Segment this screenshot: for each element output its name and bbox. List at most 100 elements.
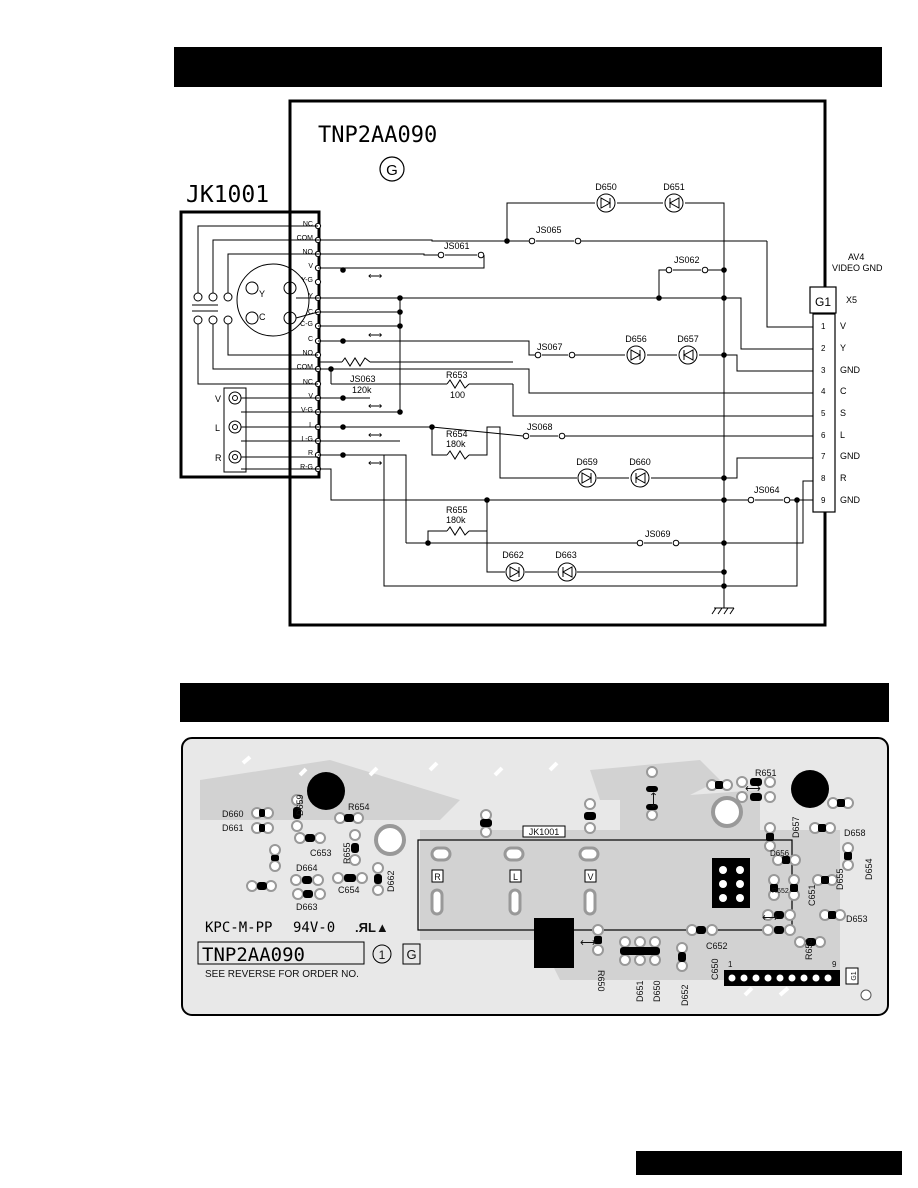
pcb-label-c654: C654 — [338, 885, 360, 895]
jack-tag-r: R — [434, 872, 441, 882]
pcb-label-r655: R655 — [342, 842, 352, 864]
pcb-label-d662: D662 — [386, 870, 396, 892]
pcb-label-r650: R650 — [596, 970, 606, 992]
pcb-box-mark: G — [406, 947, 416, 962]
pcb-component-labels: D660 D661 D659 R654 C653 R655 D664 D663 … — [222, 768, 874, 1006]
r654-label: R654 — [446, 429, 468, 439]
jack-pin-label: L-G — [301, 436, 313, 443]
jack-pin-label: V — [308, 263, 313, 270]
pcb-label-c653: C653 — [310, 848, 332, 858]
pcb-reverse-note: SEE REVERSE FOR ORDER NO. — [205, 969, 359, 980]
svg-text:⟷: ⟷ — [647, 792, 659, 808]
connector-pin-num: 9 — [821, 496, 826, 505]
silk-marks — [241, 755, 790, 997]
jack-pin-labels: NC COM NO V Y-G Y C C-G C NO COM NC V V-… — [297, 221, 314, 471]
pcb-label-d652: D652 — [680, 984, 690, 1006]
board-name: TNP2AA090 — [318, 123, 437, 148]
d650-label: D650 — [595, 182, 617, 192]
pcb-label-d659: D659 — [295, 794, 305, 816]
d657-label: D657 — [677, 334, 699, 344]
pcb-label-d654: D654 — [864, 858, 874, 880]
svideo-y-label: Y — [259, 289, 265, 299]
ul-mark: .ЯL▲ — [355, 920, 389, 935]
pcb-label-d651: D651 — [635, 980, 645, 1002]
pcb-board-name-box — [197, 941, 365, 965]
connector-pin-num: 7 — [821, 452, 826, 461]
jack-pin-label: NO — [303, 350, 314, 357]
pcb-circle-mark: 1 — [379, 948, 386, 962]
switch-arrow-icons: ⟷⟷⟷ ⟷⟷ — [368, 271, 382, 469]
svg-text:⟷: ⟷ — [368, 430, 382, 441]
jack-pin-label: C-G — [300, 321, 313, 328]
jack-tags: R L V — [431, 869, 597, 883]
jack-outline — [179, 210, 321, 479]
svg-text:⟷: ⟷ — [745, 783, 761, 795]
connector-pin-signal: GND — [840, 495, 861, 505]
section-title-bar-schematic — [174, 47, 882, 87]
connector-pin-signal: GND — [840, 451, 861, 461]
pcb-label-d660: D660 — [222, 809, 244, 819]
jack-pin-label: NC — [303, 379, 313, 386]
connector-header-pads — [728, 974, 832, 982]
pcb-label-r653: R653 — [804, 938, 814, 960]
r655-value: 180k — [446, 515, 466, 525]
r654-value: 180k — [446, 439, 466, 449]
connector-pin-last: 9 — [832, 960, 837, 969]
jack-pin-label: C — [308, 336, 313, 343]
pcb-rating: 94V-0 — [293, 920, 335, 936]
connector-tag: G1 — [851, 971, 858, 980]
component-pads — [246, 766, 854, 972]
connector-name: X5 — [846, 295, 857, 305]
jack-pin-label: C — [308, 309, 313, 316]
jumper-arrow-icons: ⟷ ⟷ ⟷ ⟷ — [580, 783, 778, 949]
jumper-labels: JS061 JS065 JS062 JS067 JS063 120k JS068… — [350, 225, 780, 539]
pcb-label-c651: C651 — [807, 884, 817, 906]
mounting-pad — [374, 824, 406, 856]
rca-r-label: R — [215, 453, 222, 463]
jack-pin-label: Y — [308, 293, 313, 300]
jumper-symbols — [437, 237, 791, 547]
js063-value: 120k — [352, 385, 372, 395]
connector-pin-numbers: 1 2 3 4 5 6 7 8 9 — [821, 322, 826, 505]
d662-label: D662 — [502, 550, 524, 560]
js065-label: JS065 — [536, 225, 562, 235]
connector-pin-num: 6 — [821, 431, 826, 440]
pcb-board-name: TNP2AA090 — [202, 944, 305, 966]
rca-l-label: L — [215, 423, 220, 433]
jack-name: JK1001 — [186, 182, 269, 208]
jk1001-label: JK1001 — [529, 827, 560, 837]
jack-slots — [430, 846, 600, 916]
section-title-bar-pcb — [180, 683, 889, 722]
connector-pin-num: 2 — [821, 344, 826, 353]
jack-pin-label: R-G — [300, 464, 313, 471]
mounting-hole — [791, 770, 829, 808]
junction-dots — [328, 238, 800, 589]
pcb-label-c652: C652 — [706, 941, 728, 951]
svg-text:⟷: ⟷ — [368, 330, 382, 341]
pcb-label-r652: R652 — [772, 888, 789, 895]
svideo-pin-y — [245, 281, 259, 295]
jack-pin-label: L — [309, 422, 313, 429]
connector-mark: G1 — [815, 295, 831, 309]
page-footer-bar — [636, 1151, 902, 1175]
connector-pin-first: 1 — [728, 960, 733, 969]
connector-pin-num: 4 — [821, 387, 826, 396]
svideo-pad-block — [712, 858, 750, 908]
pcb-material: KPC-M-PP — [205, 920, 272, 936]
d663-label: D663 — [555, 550, 577, 560]
resistor-symbols — [341, 357, 470, 536]
js064-label: JS064 — [754, 485, 780, 495]
svideo-connector-icon — [236, 263, 310, 337]
pcb-label-d657: D657 — [791, 816, 801, 838]
pcb-label-c650: C650 — [710, 958, 720, 980]
pcb-label-d650: D650 — [652, 980, 662, 1002]
svideo-pin-c — [245, 311, 259, 325]
connector-pin-signal: V — [840, 321, 846, 331]
pcb-label-d658: D658 — [844, 828, 866, 838]
connector-header-av4: AV4 — [848, 252, 864, 262]
diode-glyphs — [509, 197, 694, 578]
d659-label: D659 — [576, 457, 598, 467]
pcb-label-d661: D661 — [222, 823, 244, 833]
js068-label: JS068 — [527, 422, 553, 432]
jack-tag-l: L — [513, 872, 518, 882]
